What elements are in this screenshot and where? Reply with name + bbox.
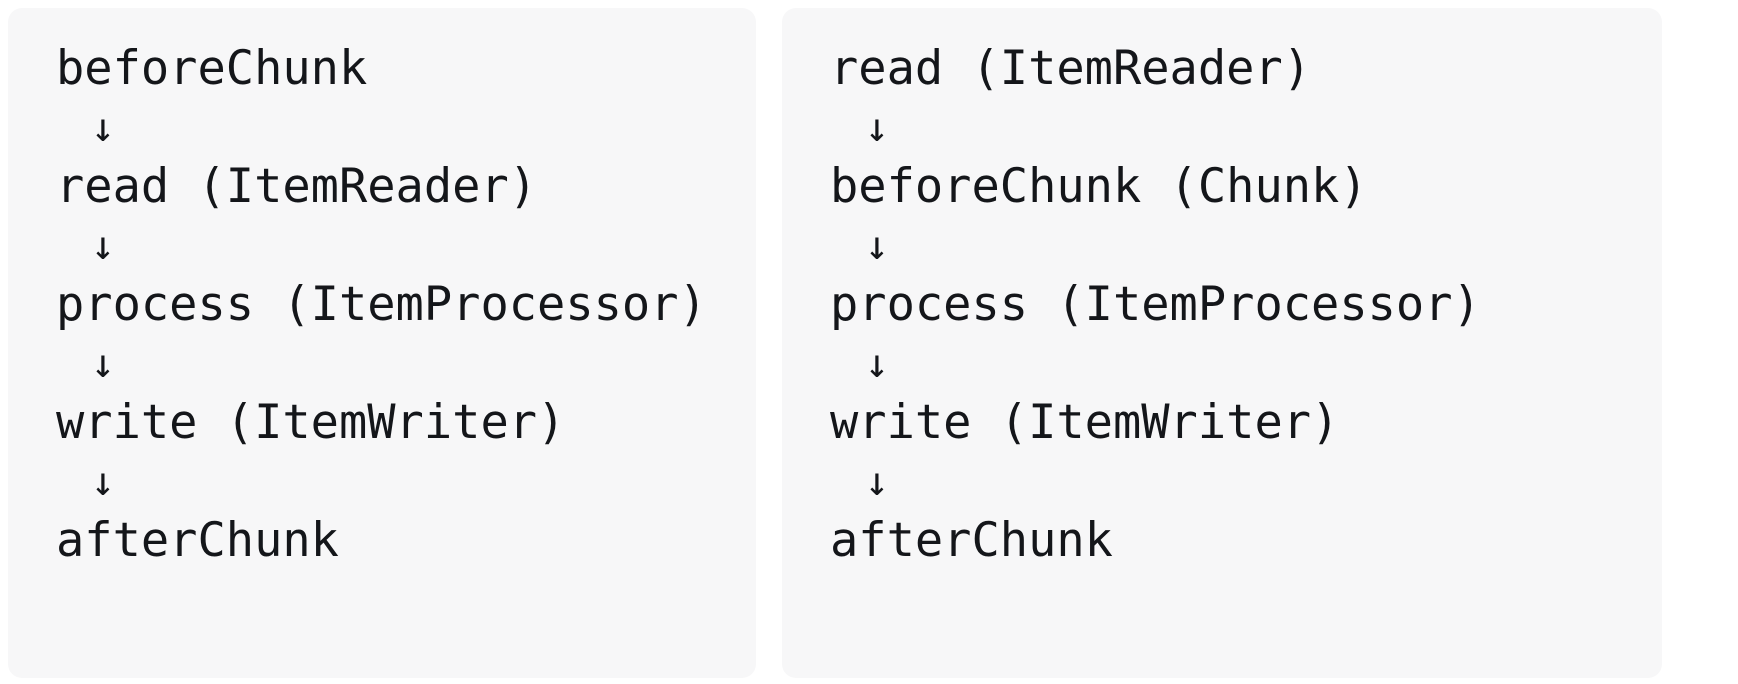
code-line: beforeChunk [56,41,368,96]
code-line: write (ItemWriter) [56,395,566,450]
code-panel-left: beforeChunk ↓ read (ItemReader) ↓ process (I… [8,8,756,678]
code-panel-right: read (ItemReader) ↓ beforeChunk (Chunk) ↓ pr… [782,8,1662,678]
arrow-glyph: ↓ [864,105,889,151]
arrow-down-icon: ↓ [56,218,742,274]
code-line: beforeChunk (Chunk) [830,159,1368,214]
arrow-down-icon: ↓ [56,100,742,156]
arrow-glyph: ↓ [90,341,115,387]
arrow-glyph: ↓ [90,459,115,505]
code-line: process (ItemProcessor) [56,277,707,332]
arrow-down-icon: ↓ [830,454,1648,510]
code-line: read (ItemReader) [56,159,538,214]
arrow-down-icon: ↓ [56,336,742,392]
code-line: read (ItemReader) [830,41,1312,96]
arrow-glyph: ↓ [864,223,889,269]
arrow-down-icon: ↓ [56,454,742,510]
arrow-down-icon: ↓ [830,336,1648,392]
code-line: afterChunk [830,513,1113,568]
arrow-down-icon: ↓ [830,218,1648,274]
arrow-glyph: ↓ [90,223,115,269]
arrow-down-icon: ↓ [830,100,1648,156]
code-block-left[interactable]: beforeChunk ↓ read (ItemReader) ↓ process (I… [56,38,742,572]
arrow-glyph: ↓ [864,459,889,505]
arrow-glyph: ↓ [864,341,889,387]
code-line: write (ItemWriter) [830,395,1340,450]
code-line: process (ItemProcessor) [830,277,1481,332]
arrow-glyph: ↓ [90,105,115,151]
code-line: afterChunk [56,513,339,568]
code-block-right[interactable]: read (ItemReader) ↓ beforeChunk (Chunk) ↓ pr… [830,38,1648,572]
